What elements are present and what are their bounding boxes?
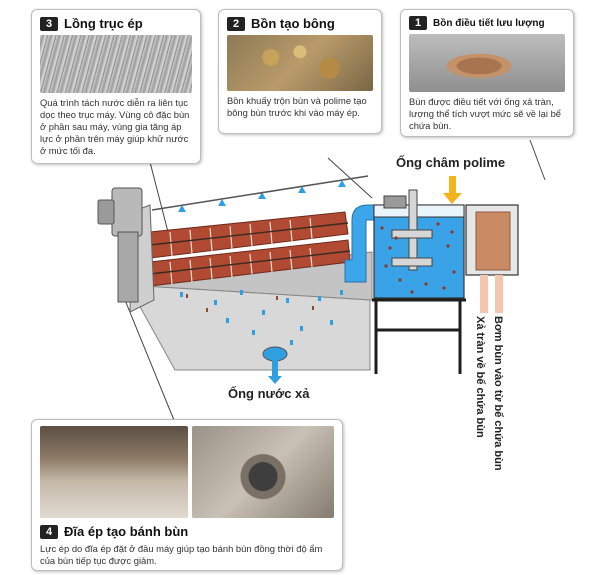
leader-line-press <box>149 161 169 233</box>
tank-stand <box>372 298 466 374</box>
spray-pipe <box>151 175 369 211</box>
drain-arrow <box>268 376 282 384</box>
disc-photo-left <box>40 426 188 518</box>
flocculation-photo <box>227 35 373 91</box>
card-pressing-disc: 4 Đĩa ép tạo bánh bùn Lực ép do đĩa ép đ… <box>31 419 343 571</box>
card-title: Bồn điều tiết lưu lượng <box>433 17 545 29</box>
regulator-sludge <box>475 211 511 271</box>
press-leg <box>117 231 139 303</box>
water-drops <box>180 290 343 345</box>
drain-pipe-label: Ống nước xả <box>228 386 310 401</box>
card-title: Lồng trục ép <box>64 16 143 31</box>
drive-motor <box>111 187 143 237</box>
card-flocculation-tank: 2 Bồn tạo bông Bồn khuấy trộn bùn và pol… <box>218 9 382 134</box>
step-number-badge: 4 <box>40 524 58 539</box>
drain-outlet-flow <box>272 360 278 378</box>
pump-in-label: Bơm bùn vào từ bể chứa bùn <box>492 316 504 471</box>
sludge-drops <box>186 294 314 312</box>
card-title: Bồn tạo bông <box>251 16 335 31</box>
card-description: Bùn được điều tiết với ống xả tràn, lượn… <box>409 96 562 131</box>
sludge-flocs <box>380 222 456 294</box>
screw-press-cages <box>149 211 351 287</box>
leader-line-disc <box>124 299 179 431</box>
disc-photo-right <box>192 426 334 518</box>
step-number-badge: 1 <box>409 16 427 30</box>
inlet-pipe <box>495 275 503 313</box>
mixer-motor <box>383 195 407 209</box>
card-screw-press: 3 Lồng trục ép Quá trình tách nước diễn … <box>31 9 201 164</box>
card-description: Quá trình tách nước diễn ra liên tục dọc… <box>40 97 190 156</box>
polymer-arrow-head <box>443 193 462 204</box>
overflow-pipe <box>480 275 488 313</box>
mixer-blade-top <box>391 229 433 239</box>
polymer-arrow-shaft <box>449 176 456 194</box>
polymer-pipe-label: Ống châm polime <box>396 155 506 170</box>
card-title: Đĩa ép tạo bánh bùn <box>64 524 189 539</box>
card-flow-regulator: 1 Bồn điều tiết lưu lượng Bùn được điều … <box>400 9 574 137</box>
overflow-label: Xả tràn về bể chứa bùn <box>474 316 486 438</box>
drain-outlet <box>262 346 288 362</box>
flocculation-tank <box>373 204 465 299</box>
mixer-blade-bottom <box>391 257 433 267</box>
step-number-badge: 3 <box>40 16 58 31</box>
leader-line-flocculation <box>327 157 373 199</box>
flow-regulator-photo <box>409 34 565 92</box>
spray-nozzle-marks <box>178 180 346 212</box>
screw-press-photo <box>40 35 192 93</box>
motor-cap <box>97 199 115 225</box>
leader-line-regulator <box>529 139 546 181</box>
step-number-badge: 2 <box>227 16 245 31</box>
card-description: Lực ép do đĩa ép đặt ở đầu máy giúp tạo … <box>40 543 323 566</box>
card-description: Bồn khuấy trộn bùn và polime tạo bông bù… <box>227 95 367 118</box>
